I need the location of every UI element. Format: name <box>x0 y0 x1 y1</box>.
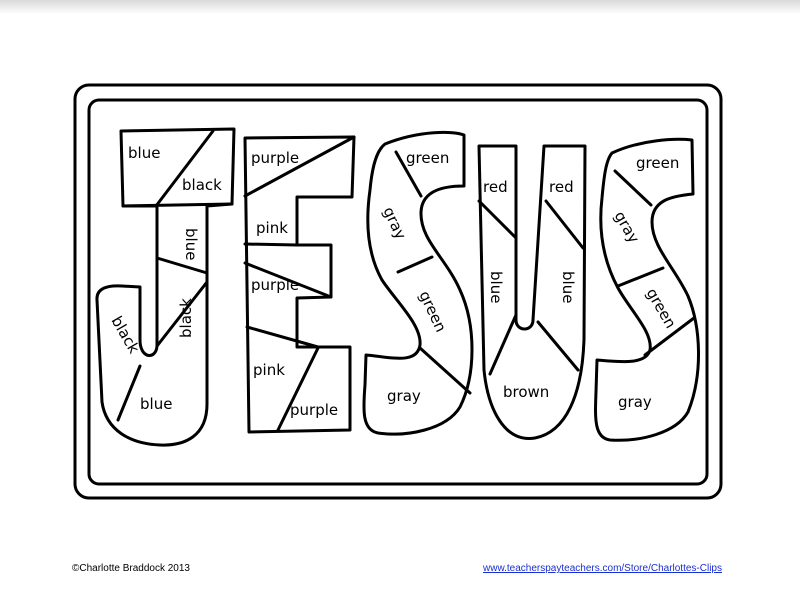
letter-s-first <box>362 130 474 436</box>
letter-s-second <box>594 137 700 442</box>
label-s1-green-top: green <box>406 149 449 167</box>
label-s1-gray-bottom: gray <box>387 387 421 405</box>
label-u-blue-left: blue <box>487 271 505 303</box>
label-j-blue-mid: blue <box>182 228 200 260</box>
label-s2-green-mid: green <box>643 285 680 332</box>
label-j-black-mid: black <box>177 298 195 338</box>
label-j-black-top: black <box>182 176 222 194</box>
label-s1-green-mid: green <box>415 288 450 335</box>
label-u-blue-right: blue <box>559 271 577 303</box>
label-e-purple-bottom: purple <box>290 401 338 419</box>
label-s2-gray-mid: gray <box>611 208 644 246</box>
label-u-red-right: red <box>549 178 574 196</box>
label-j-blue-top: blue <box>128 144 160 162</box>
label-j-black-hook: black <box>108 313 144 357</box>
label-j-blue-bottom: blue <box>140 395 172 413</box>
copyright-text: ©Charlotte Braddock 2013 <box>72 563 190 574</box>
label-e-purple-mid: purple <box>251 276 299 294</box>
label-e-pink-bottom: pink <box>253 361 285 379</box>
label-u-brown-bottom: brown <box>503 383 549 401</box>
outer-frame <box>73 83 723 500</box>
letter-j <box>95 127 236 447</box>
store-link[interactable]: www.teacherspayteachers.com/Store/Charlo… <box>483 563 722 574</box>
label-s1-gray-mid: gray <box>379 204 410 242</box>
label-s2-green-top: green <box>636 154 679 172</box>
label-e-purple-top: purple <box>251 149 299 167</box>
inner-frame <box>87 98 709 486</box>
label-s2-gray-bottom: gray <box>618 393 652 411</box>
label-e-pink-mid: pink <box>256 219 288 237</box>
letter-e <box>243 135 356 434</box>
label-u-red-left: red <box>483 178 508 196</box>
page-top-shadow <box>0 0 800 14</box>
letter-u <box>477 144 587 440</box>
